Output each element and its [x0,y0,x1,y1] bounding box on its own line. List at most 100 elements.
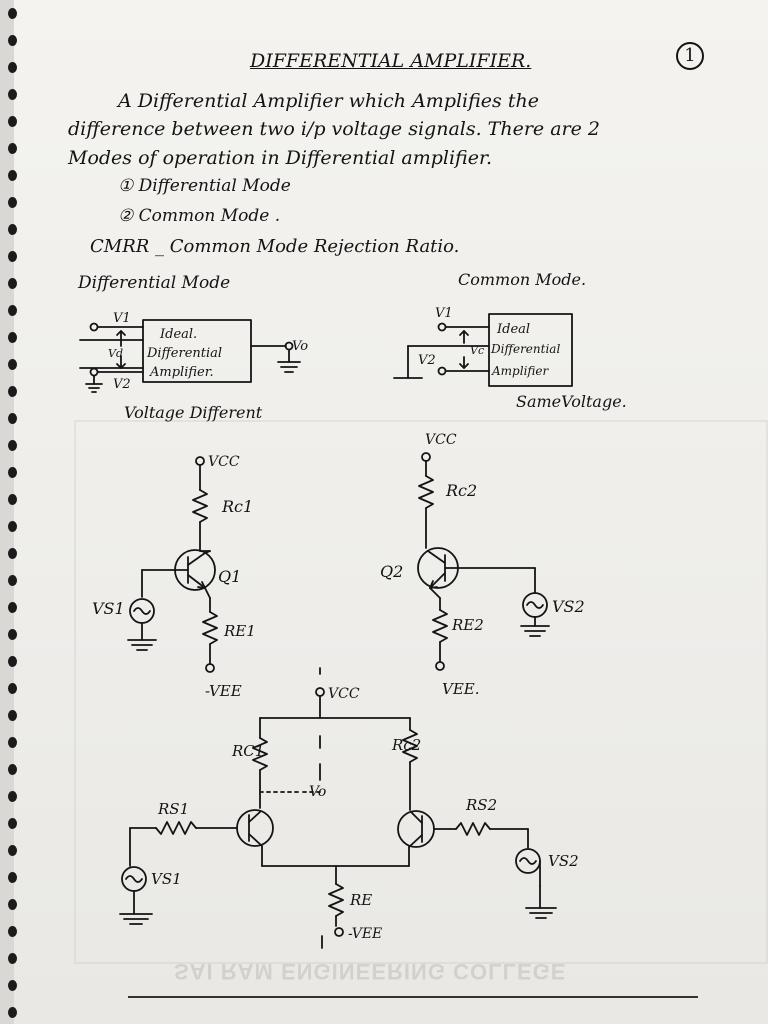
ideal-amplifier-box [142,319,252,383]
vs2-label: VS2 [552,597,585,616]
mode-item-2: ② Common Mode . [118,206,281,226]
q2-label: Q2 [380,562,403,581]
binding-hole [8,575,17,586]
re-label-bottom: RE [349,891,372,909]
box-line-1-cm: Ideal [496,322,530,337]
binding-hole [8,359,17,370]
intro-line-1: A Differential Amplifier which Amplifies… [118,90,539,112]
binding-hole [8,224,17,235]
intro-line-3: Modes of operation in Differential ampli… [68,147,492,169]
binding-hole [8,278,17,289]
differential-mode-heading: Differential Mode [78,273,231,293]
binding-hole [8,89,17,100]
binding-hole [8,602,17,613]
binding-hole [8,305,17,316]
re-resistor-bottom [328,883,344,917]
box-line-1: Ideal. [159,327,197,342]
rc1-label-bottom: RC1 [231,742,264,760]
page-number: 1 [676,42,704,70]
spiral-binding [0,0,30,1024]
rc1-resistor-bottom [252,737,268,771]
binding-hole [8,629,17,640]
binding-hole [8,413,17,424]
differential-mode-diagram: V1 V2 Vd Vo Ideal. Differential Amplifie… [79,311,308,393]
vcc-label-bottom: VCC [328,686,360,702]
v1-label: V1 [113,311,131,326]
binding-hole [8,251,17,262]
binding-hole [8,899,17,910]
vd-label: Vd [108,347,123,360]
re2-resistor [432,609,448,643]
rc2-label-bottom: Rc2 [391,736,421,754]
binding-hole [8,1007,17,1018]
binding-hole [8,116,17,127]
vc-label: Vc [470,344,484,357]
binding-hole [8,872,17,883]
rs1-label: RS1 [157,800,189,818]
bottom-differential-circuit: VCC RC1 Rc2 Vo RS1 RS2 VS1 VS2 RE -VEE [119,667,579,949]
binding-hole [8,710,17,721]
intro-line-2: difference between two i/p voltage signa… [68,118,600,140]
binding-hole [8,440,17,451]
v1-terminal [89,322,99,332]
binding-hole [8,656,17,667]
binding-hole [8,494,17,505]
cmrr-definition: CMRR _ Common Mode Rejection Ratio. [90,236,460,257]
differential-mode-caption: Voltage Different [124,403,263,422]
ideal-amplifier-box-cm [488,313,573,387]
rc2-label: Rc2 [445,481,477,500]
binding-hole [8,764,17,775]
box-line-2: Differential [146,346,222,361]
footer-rule [128,996,698,998]
vs1-label: VS1 [92,599,125,618]
box-line-3: Amplifier. [149,365,214,380]
binding-hole [8,791,17,802]
binding-hole [8,683,17,694]
v2-label: V2 [113,377,131,392]
vs2-label-bottom: VS2 [548,852,579,870]
v2-label-cm: V2 [418,353,436,368]
common-mode-diagram: V1 V2 Vc Ideal Differential Amplifier [393,306,573,387]
vee-label-bottom: -VEE [348,926,382,942]
binding-hole [8,737,17,748]
vs1-label-bottom: VS1 [151,870,182,888]
vcc-label-right: VCC [425,432,457,448]
binding-hole [8,143,17,154]
re1-resistor [202,611,218,645]
mode-item-1: ① Differential Mode [118,176,291,196]
re2-label: RE2 [451,616,484,634]
vcc-label-left: VCC [208,454,240,470]
common-mode-heading: Common Mode. [458,270,587,289]
binding-hole [8,953,17,964]
notebook-page: SAI RAM ENGINEERING COLLEGE [14,0,768,1024]
left-transistor-circuit: VCC Rc1 Q1 VS1 RE1 -VEE [92,454,256,700]
rc1-resistor [192,489,208,523]
box-line-2-cm: Differential [490,342,560,356]
binding-hole [8,926,17,937]
show-through-box [74,420,768,964]
vo-label: Vo [292,339,308,354]
v1-label-cm: V1 [435,306,453,321]
binding-hole [8,170,17,181]
binding-hole [8,548,17,559]
common-mode-caption: SameVoltage. [516,392,627,411]
binding-hole [8,197,17,208]
rs1-resistor [155,821,197,835]
binding-hole [8,818,17,829]
rc2-resistor-bottom [402,729,418,763]
binding-hole [8,62,17,73]
binding-hole [8,845,17,856]
binding-hole [8,386,17,397]
re1-label: RE1 [223,622,256,640]
v2-terminal [89,367,99,377]
page-title: DIFFERENTIAL AMPLIFIER. [250,50,532,72]
vo-label-bottom: Vo [309,784,326,800]
binding-hole [8,467,17,478]
q1-label: Q1 [218,567,241,586]
box-line-3-cm: Amplifier [491,364,550,378]
vee-label-right: VEE. [442,680,480,698]
binding-hole [8,980,17,991]
rs2-resistor [455,822,491,836]
binding-hole [8,35,17,46]
